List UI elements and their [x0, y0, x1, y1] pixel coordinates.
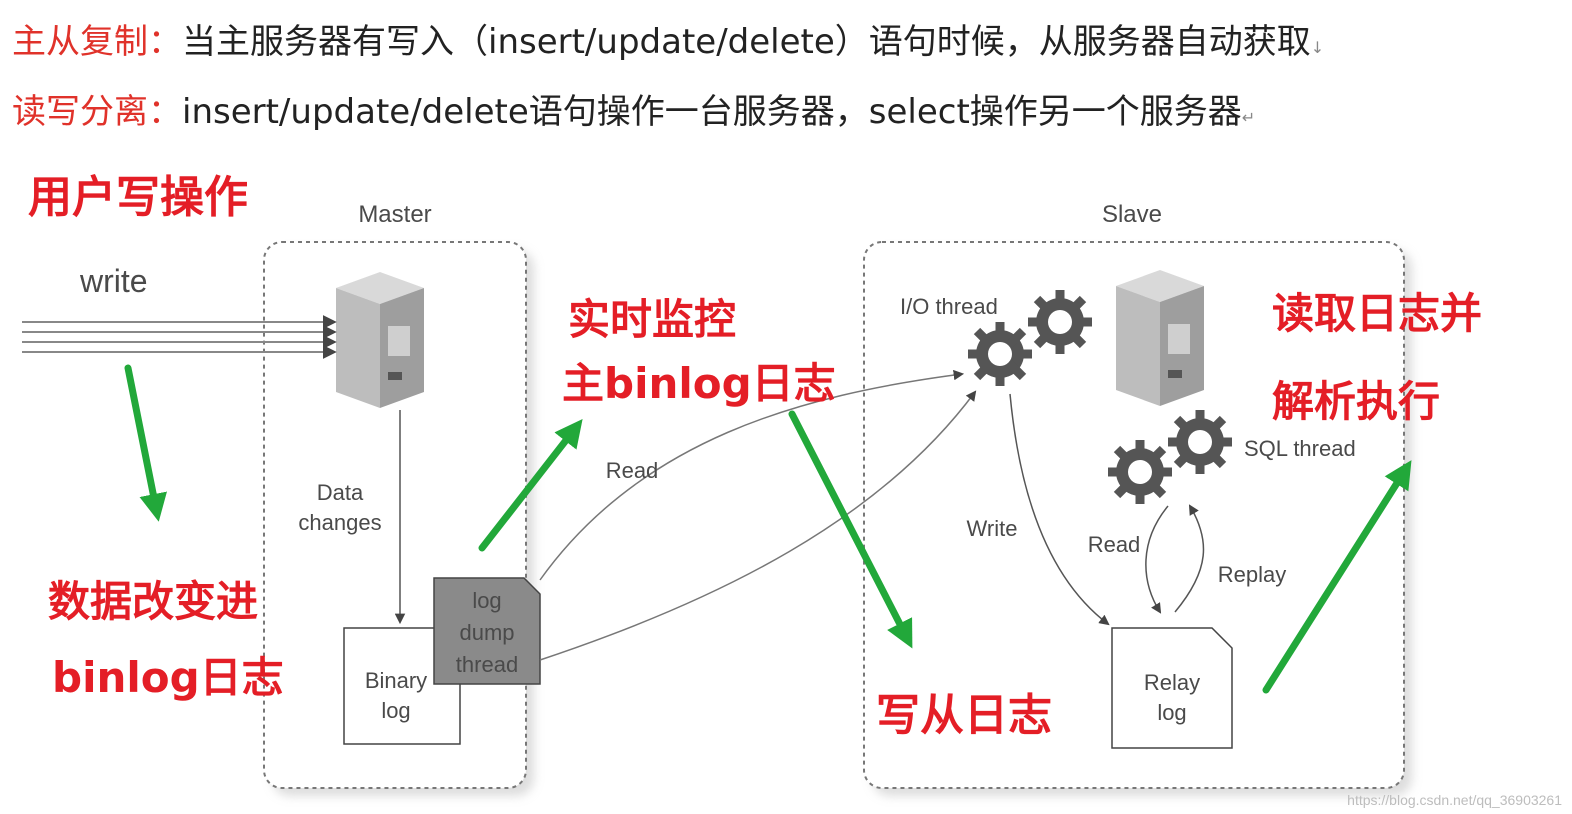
annotation-monitor-1: 实时监控 [568, 295, 736, 344]
green-arrow-user-write [124, 364, 167, 522]
write-relay-curve [1009, 393, 1110, 626]
sql-thread-label: SQL thread [1244, 436, 1356, 461]
read-slave-label: Read [1088, 532, 1141, 557]
annotation-data-into-1: 数据改变进 [48, 577, 258, 626]
dump-label-2: dump [459, 620, 514, 645]
term-master-slave: 主从复制 [12, 22, 148, 62]
log-dump-thread-box: log dump thread [433, 577, 541, 685]
annotation-data-into-2: binlog日志 [52, 653, 284, 702]
data-changes-label-1: Data [317, 480, 364, 505]
slave-title: Slave [1102, 201, 1162, 228]
term-separator: ： [148, 92, 182, 132]
io-thread-label: I/O thread [900, 294, 998, 319]
write-slave-label: Write [967, 516, 1018, 541]
relay-log-document: Relay log [1111, 627, 1233, 749]
annotation-read-exec-2: 解析执行 [1272, 377, 1440, 426]
definition-read-write-split: insert/update/delete语句操作一台服务器，select操作另一… [182, 92, 1242, 132]
definition-master-slave: 当主服务器有写入（insert/update/delete）语句时候，从服务器自… [182, 22, 1311, 62]
term-read-write-split: 读写分离 [12, 92, 148, 132]
replay-label: Replay [1218, 562, 1286, 587]
replay-curve [1174, 504, 1205, 613]
data-changes-label-2: changes [298, 510, 381, 535]
slave-server-icon [1116, 270, 1204, 406]
header-line-read-write: 读写分离：insert/update/delete语句操作一台服务器，selec… [12, 92, 1255, 138]
line-break-mark: ↵ [1241, 108, 1256, 127]
replication-diagram: Master Slave write Data changes Binary l [22, 172, 1482, 796]
binlog-to-io-curve [539, 369, 965, 581]
header-line-master-slave: 主从复制：当主服务器有写入（insert/update/delete）语句时候，… [12, 22, 1324, 68]
read-left-label: Read [606, 458, 659, 483]
green-arrow-write-slave [788, 410, 913, 649]
dump-label-1: log [472, 588, 501, 613]
master-server-icon [336, 272, 424, 408]
annotation-user-write: 用户写操作 [28, 172, 248, 223]
relay-log-label-2: log [1157, 700, 1186, 725]
read-relay-curve [1145, 505, 1169, 614]
write-label: write [79, 263, 148, 299]
binary-log-label-1: Binary [365, 668, 427, 693]
term-separator: ： [148, 22, 182, 62]
relay-log-label-1: Relay [1144, 670, 1200, 695]
annotation-write-slave-log: 写从日志 [876, 690, 1052, 741]
write-input-lines [22, 315, 337, 359]
read-curve [539, 390, 977, 661]
annotation-monitor-2: 主binlog日志 [562, 359, 836, 408]
binary-log-document: Binary log [343, 627, 461, 745]
sql-thread-gear-icon [1108, 410, 1232, 504]
green-arrow-monitor [478, 418, 583, 552]
master-title: Master [358, 201, 431, 228]
line-break-mark: ↓ [1310, 38, 1325, 57]
annotation-read-exec-1: 读取日志并 [1272, 289, 1482, 338]
binary-log-label-2: log [381, 698, 410, 723]
dump-label-3: thread [456, 652, 518, 677]
io-thread-gear-icon [968, 290, 1092, 386]
green-arrow-execute [1262, 460, 1412, 694]
watermark: https://blog.csdn.net/qq_36903261 [1347, 792, 1562, 808]
annotation-arrows [124, 364, 1412, 694]
